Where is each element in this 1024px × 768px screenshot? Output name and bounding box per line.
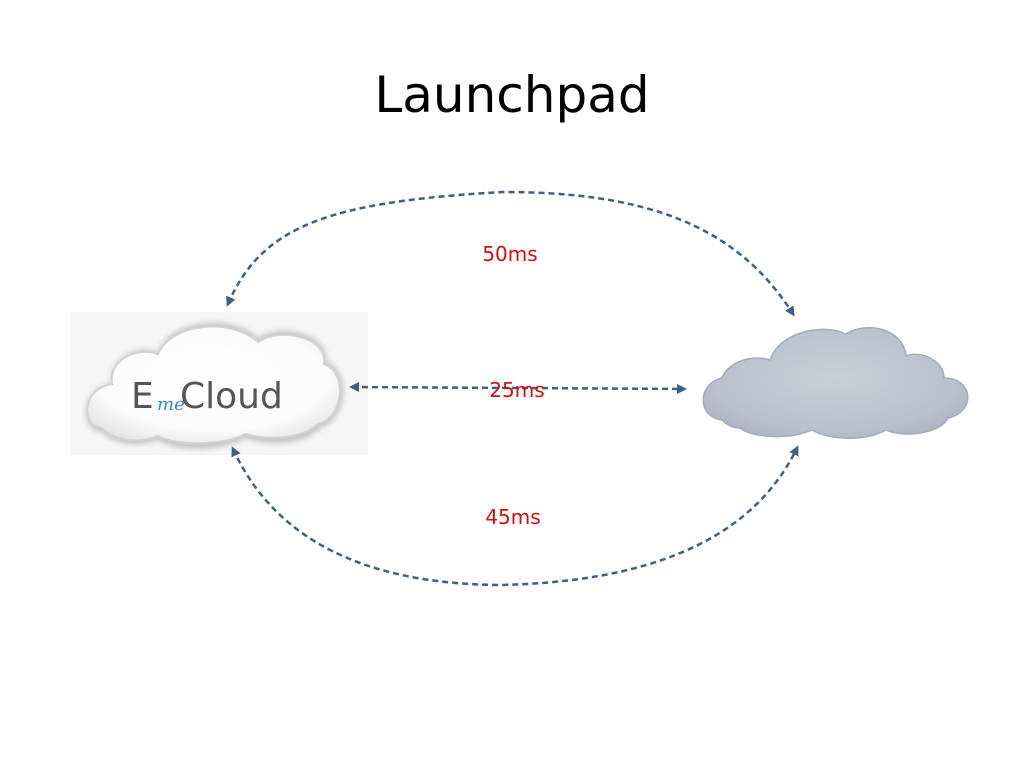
logo-word-cloud: Cloud <box>180 376 283 417</box>
latency-label-top: 50ms <box>482 242 538 266</box>
logo-middle-me: me <box>157 394 185 415</box>
logo-letter-e: E <box>131 376 154 417</box>
latency-label-bottom: 45ms <box>485 505 541 529</box>
remote-cloud <box>702 326 969 439</box>
slide-title: Launchpad <box>374 66 650 124</box>
emecloud-logo-cloud: E me Cloud <box>70 312 368 455</box>
top-latency-arrow <box>226 190 795 317</box>
latency-label-middle: 25ms <box>489 378 545 402</box>
bottom-latency-arrow <box>231 445 799 587</box>
middle-latency-arrow <box>349 382 687 394</box>
